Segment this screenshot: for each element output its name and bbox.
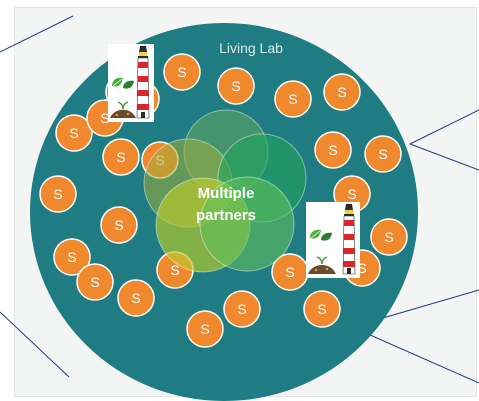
soil-sprout-icon: [308, 256, 336, 274]
stakeholder-node: [370, 218, 408, 256]
stakeholder-node: [217, 67, 255, 105]
stakeholder-node-label: S: [347, 186, 356, 202]
stakeholder-node: [364, 135, 402, 173]
stakeholder-node: [314, 131, 352, 169]
stakeholder-node-label: S: [67, 249, 76, 265]
stakeholder-node: [55, 114, 93, 152]
connector-line: [351, 326, 479, 384]
stakeholder-node: [76, 263, 114, 301]
stakeholder-node: [274, 80, 312, 118]
stakeholder-node-label: S: [90, 274, 99, 290]
connector-line: [0, 15, 74, 53]
center-label-line1: Multiple: [198, 185, 255, 202]
stakeholder-node-label: S: [200, 321, 209, 337]
partners-venn: [143, 109, 307, 273]
stakeholder-node: [100, 206, 138, 244]
stakeholder-node-label: S: [337, 84, 346, 100]
stakeholder-node-label: S: [328, 142, 337, 158]
stakeholder-node: [117, 279, 155, 317]
lighthouse-icon: [342, 204, 356, 275]
stakeholder-node-label: S: [100, 110, 109, 126]
stakeholder-node: [223, 290, 261, 328]
stakeholder-node-label: S: [53, 186, 62, 202]
stakeholder-node-label: S: [285, 264, 294, 280]
stakeholder-node-label: S: [114, 217, 123, 233]
plant-leaves-icon: [112, 77, 134, 89]
stakeholder-node-label: S: [69, 125, 78, 141]
stakeholder-node-label: S: [288, 91, 297, 107]
soil-sprout-icon: [110, 101, 136, 118]
icon-group: [108, 44, 154, 122]
connector-line: [0, 311, 70, 378]
center-label-line2: partners: [196, 207, 256, 224]
stakeholder-node: [102, 138, 140, 176]
stakeholder-node: [323, 73, 361, 111]
stakeholder-node: [163, 53, 201, 91]
lighthouse-icon: [136, 46, 150, 119]
stakeholder-node: [39, 175, 77, 213]
stakeholder-node-label: S: [116, 149, 125, 165]
venn-circle: [199, 176, 295, 272]
icon-group: [306, 202, 360, 278]
stakeholder-node-label: S: [357, 260, 366, 276]
stakeholder-node-label: S: [317, 301, 326, 317]
living-lab-title: Living Lab: [219, 40, 283, 56]
plant-leaves-icon: [310, 229, 332, 241]
stakeholder-node-label: S: [237, 301, 246, 317]
stakeholder-node-label: S: [177, 64, 186, 80]
stakeholder-node-label: S: [378, 146, 387, 162]
stakeholder-node-label: S: [384, 229, 393, 245]
stakeholder-node-label: S: [131, 290, 140, 306]
stakeholder-node: [53, 238, 91, 276]
stakeholder-node: [303, 290, 341, 328]
stakeholder-node-label: S: [170, 262, 179, 278]
connector-line: [409, 143, 479, 171]
stakeholder-node: [186, 310, 224, 348]
connector-line: [409, 109, 479, 145]
stakeholder-node-label: S: [231, 78, 240, 94]
